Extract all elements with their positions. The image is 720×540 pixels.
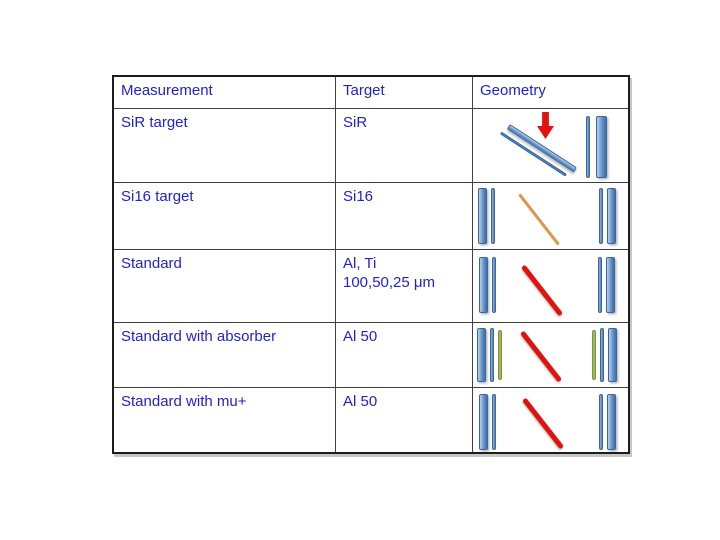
geometry-cell-mu — [473, 388, 628, 452]
geometry-cell-si16 — [473, 183, 628, 250]
thin-bar-icon — [491, 188, 495, 244]
thin-bar-icon — [598, 257, 602, 313]
measurement-cell-absorber: Standard with absorber — [114, 323, 336, 388]
detector-group-right-icon — [592, 328, 617, 382]
geometry-cell-sir — [473, 109, 628, 183]
target-cell-absorber: Al 50 — [336, 323, 473, 388]
column-header-measurement: Measurement — [114, 77, 336, 109]
thin-bar-icon — [600, 328, 604, 382]
target-cell-sir: SiR — [336, 109, 473, 183]
thick-bar-icon — [607, 188, 616, 244]
thick-bar-icon — [608, 328, 617, 382]
thick-bar-icon — [479, 257, 488, 313]
thin-bar-icon — [492, 394, 496, 450]
absorber-bar-icon — [592, 330, 596, 380]
red-track-line-icon — [521, 397, 565, 450]
thick-bar-icon — [479, 394, 488, 450]
detector-pair-left-icon — [479, 257, 496, 313]
measurement-cell-si16: Si16 target — [114, 183, 336, 250]
thin-bar-icon — [490, 328, 494, 382]
thin-bar-icon — [599, 394, 603, 450]
detector-pair-right-icon — [586, 116, 607, 178]
red-track-line-icon — [519, 330, 563, 383]
orange-track-line-icon — [518, 193, 560, 246]
absorber-bar-icon — [498, 330, 502, 380]
tilted-detector-pair-icon — [499, 124, 578, 179]
geometry-cell-absorber — [473, 323, 628, 388]
target-cell-standard: Al, Ti 100,50,25 μm — [336, 250, 473, 323]
thin-bar-icon — [599, 188, 603, 244]
detector-pair-right-icon — [599, 394, 616, 450]
detector-group-left-icon — [477, 328, 502, 382]
thick-bar-icon — [607, 394, 616, 450]
measurement-table: Measurement Target Geometry SiR target S… — [112, 75, 630, 454]
thick-bar-icon — [596, 116, 607, 178]
target-cell-si16: Si16 — [336, 183, 473, 250]
detector-pair-left-icon — [479, 394, 496, 450]
detector-pair-left-icon — [478, 188, 495, 244]
thick-bar-icon — [477, 328, 486, 382]
measurement-cell-mu: Standard with mu+ — [114, 388, 336, 452]
beam-arrow-icon — [537, 112, 554, 139]
thick-bar-icon — [606, 257, 615, 313]
red-track-line-icon — [520, 264, 564, 317]
measurement-cell-sir: SiR target — [114, 109, 336, 183]
thick-bar-icon — [478, 188, 487, 244]
thin-bar-icon — [586, 116, 590, 178]
column-header-target: Target — [336, 77, 473, 109]
detector-pair-right-icon — [599, 188, 616, 244]
measurement-cell-standard: Standard — [114, 250, 336, 323]
column-header-geometry: Geometry — [473, 77, 628, 109]
geometry-cell-standard — [473, 250, 628, 323]
thin-bar-icon — [492, 257, 496, 313]
target-cell-mu: Al 50 — [336, 388, 473, 452]
detector-pair-right-icon — [598, 257, 615, 313]
